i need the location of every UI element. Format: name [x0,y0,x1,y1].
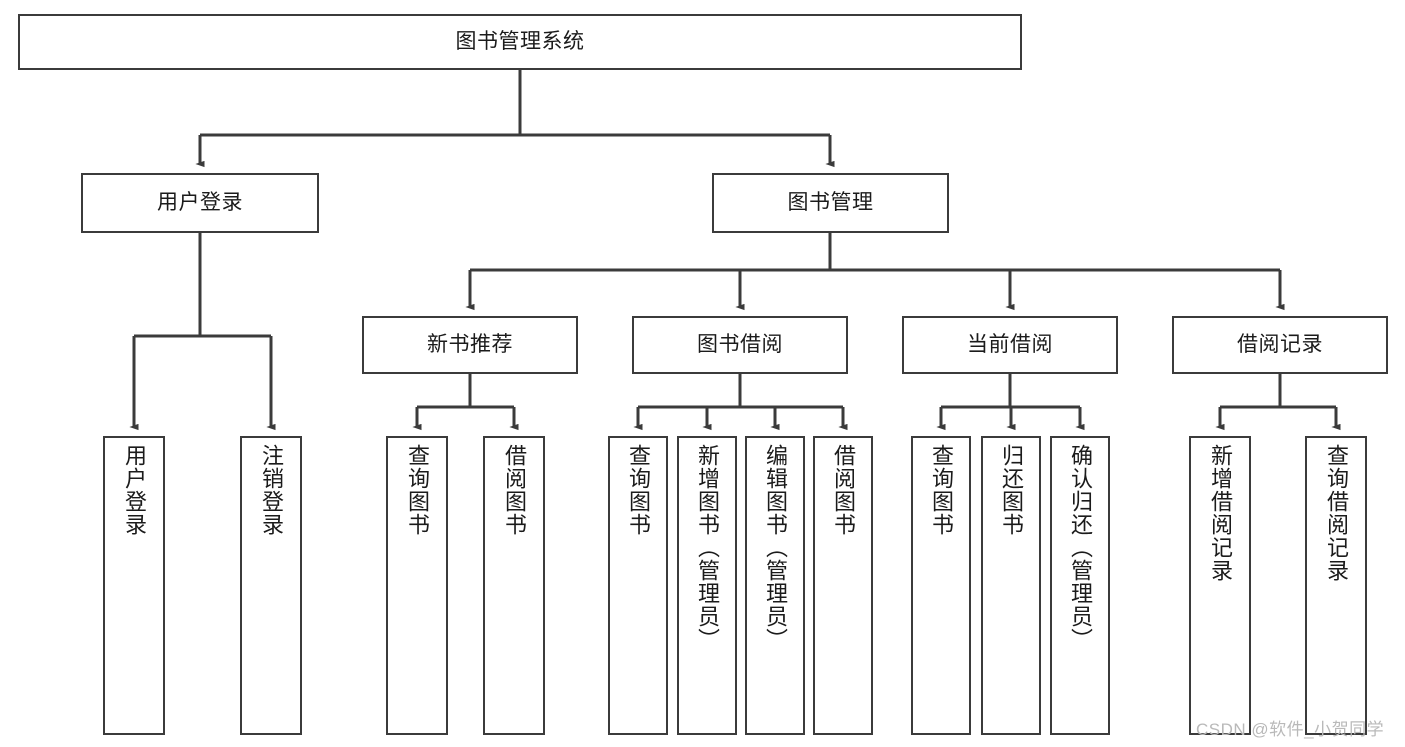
leaf-user-login[interactable]: 用户登录 [103,436,165,735]
node-user-login-label: 用户登录 [157,190,243,214]
leaf-add-borrow-record-label: 新增借阅记录 [1208,444,1233,582]
leaf-add-borrow-record[interactable]: 新增借阅记录 [1189,436,1251,735]
node-user-login[interactable]: 用户登录 [81,173,319,233]
node-book-management-label: 图书管理 [787,190,874,214]
node-current-borrow-label: 当前借阅 [967,332,1053,356]
leaf-query-book-rec[interactable]: 查询图书 [386,436,448,735]
leaf-query-book-borrow[interactable]: 查询图书 [608,436,668,735]
node-book-borrow-label: 图书借阅 [697,332,783,356]
leaf-query-book-current[interactable]: 查询图书 [911,436,971,735]
node-root-label: 图书管理系统 [455,29,585,53]
leaf-add-book-admin[interactable]: 新增图书（管理员） [677,436,737,735]
node-borrow-record[interactable]: 借阅记录 [1172,316,1388,374]
leaf-user-login-label: 用户登录 [122,444,147,536]
leaf-return-book-label: 归还图书 [999,444,1024,536]
leaf-query-borrow-record[interactable]: 查询借阅记录 [1305,436,1367,735]
leaf-logout[interactable]: 注销登录 [240,436,302,735]
leaf-edit-book-admin-label: 编辑图书（管理员） [763,444,788,651]
leaf-query-borrow-record-label: 查询借阅记录 [1324,444,1349,582]
node-current-borrow[interactable]: 当前借阅 [902,316,1118,374]
node-new-book-recommend[interactable]: 新书推荐 [362,316,578,374]
leaf-query-book-current-label: 查询图书 [929,444,954,536]
leaf-query-book-rec-label: 查询图书 [405,444,430,536]
leaf-return-book[interactable]: 归还图书 [981,436,1041,735]
leaf-add-book-admin-label: 新增图书（管理员） [695,444,720,651]
leaf-confirm-return-admin[interactable]: 确认归还（管理员） [1050,436,1110,735]
leaf-borrow-book[interactable]: 借阅图书 [813,436,873,735]
leaf-edit-book-admin[interactable]: 编辑图书（管理员） [745,436,805,735]
leaf-query-book-borrow-label: 查询图书 [626,444,651,536]
leaf-confirm-return-admin-label: 确认归还（管理员） [1068,444,1093,651]
leaf-borrow-book-rec-label: 借阅图书 [502,444,527,536]
node-new-book-recommend-label: 新书推荐 [427,332,513,356]
node-book-borrow[interactable]: 图书借阅 [632,316,848,374]
node-book-management[interactable]: 图书管理 [712,173,949,233]
leaf-logout-label: 注销登录 [259,444,284,536]
node-root[interactable]: 图书管理系统 [18,14,1022,70]
leaf-borrow-book-label: 借阅图书 [831,444,856,536]
node-borrow-record-label: 借阅记录 [1237,332,1323,356]
leaf-borrow-book-rec[interactable]: 借阅图书 [483,436,545,735]
watermark: CSDN @软件_小贺同学 [1196,720,1385,739]
